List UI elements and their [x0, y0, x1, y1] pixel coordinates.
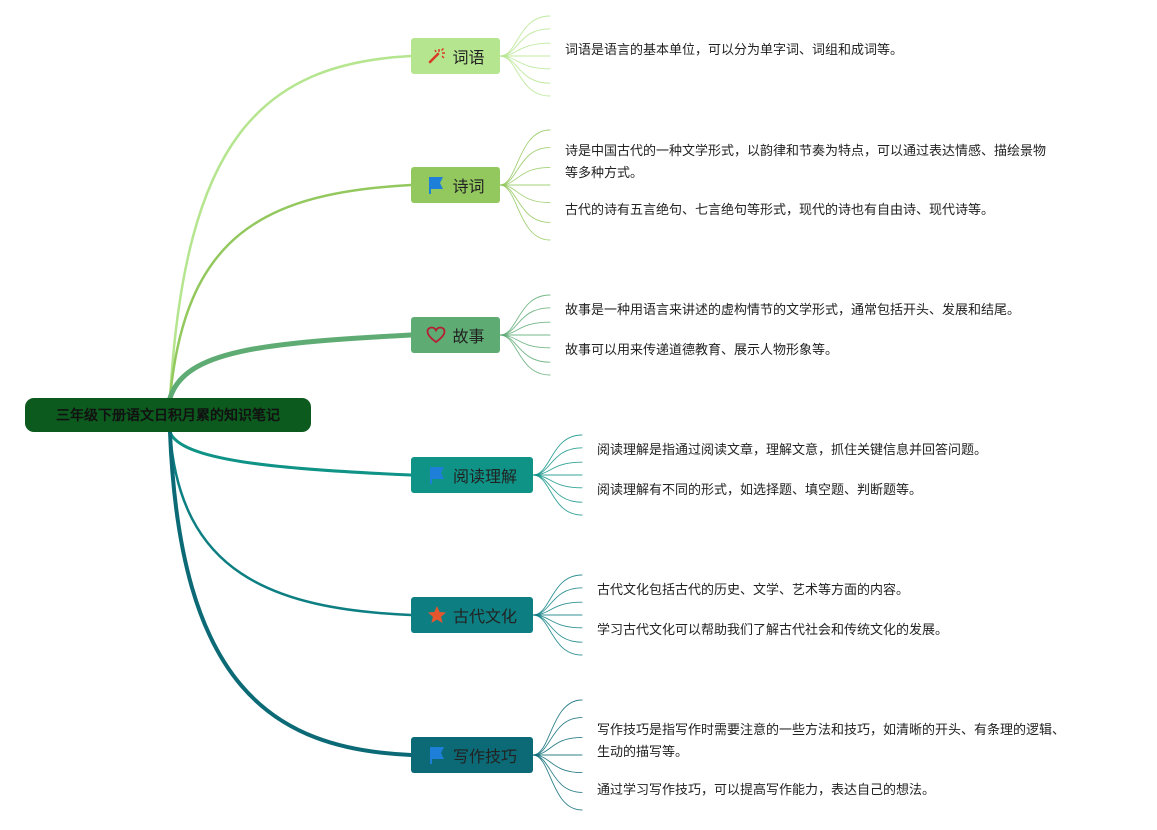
note-connector [532, 474, 583, 516]
note-text: 故事是一种用语言来讲述的虚构情节的文学形式，通常包括开头、发展和结尾。 [565, 303, 1021, 318]
topic-label: 阅读理解 [452, 467, 517, 486]
note-connector [532, 754, 583, 811]
branch-line [168, 183, 413, 400]
topic-shici[interactable]: 诗词 [411, 167, 500, 203]
branch-line [168, 430, 413, 477]
root-topic[interactable]: 三年级下册语文日积月累的知识笔记 [25, 398, 311, 432]
note-connector [499, 184, 551, 223]
heart-icon [426, 325, 446, 345]
topic-yuedu-lijie[interactable]: 阅读理解 [411, 457, 533, 493]
note-connector [532, 587, 583, 616]
topic-xiezuo-jiqiao[interactable]: 写作技巧 [411, 737, 533, 773]
note-text: 通过学习写作技巧，可以提高写作能力，表达自己的想法。 [597, 783, 936, 798]
branch-line [168, 430, 413, 757]
topic-label: 词语 [452, 48, 485, 67]
flag-icon [427, 745, 447, 765]
note-text: 阅读理解是指通过阅读文章，理解文意，抓住关键信息并回答问题。 [597, 443, 988, 458]
note-connector [499, 55, 551, 97]
note-connector [499, 307, 551, 336]
note-connector [532, 614, 583, 643]
topic-gushi[interactable]: 故事 [411, 317, 500, 353]
topic-label: 诗词 [452, 177, 485, 196]
note-text: 诗是中国古代的一种文学形式，以韵律和节奏为特点，可以通过表达情感、描绘景物等多种… [565, 144, 1047, 181]
note-connector [499, 55, 551, 84]
note-text: 故事可以用来传递道德教育、展示人物形象等。 [565, 343, 839, 358]
note-connector [532, 614, 583, 656]
topic-label: 古代文化 [452, 607, 517, 626]
note-connector [499, 28, 551, 57]
branch-line [167, 332, 414, 401]
topic-label: 写作技巧 [452, 747, 517, 766]
branch-line [168, 430, 413, 617]
branch-line [168, 54, 413, 400]
note-connector [499, 334, 551, 363]
magic-wand-icon [426, 46, 446, 66]
note-connector [532, 434, 583, 476]
note-connector [499, 166, 551, 186]
star-icon [427, 605, 447, 625]
note-connector [499, 15, 551, 57]
note-text: 阅读理解有不同的形式，如选择题、填空题、判断题等。 [597, 483, 923, 498]
flag-icon [426, 175, 446, 195]
note-text: 词语是语言的基本单位，可以分为单字词、词组和成词等。 [565, 43, 904, 58]
note-connector [499, 294, 551, 336]
note-text: 古代的诗有五言绝句、七言绝句等形式，现代的诗也有自由诗、现代诗等。 [565, 203, 995, 218]
note-text: 古代文化包括古代的历史、文学、艺术等方面的内容。 [597, 583, 910, 598]
note-connector [499, 129, 551, 186]
topic-label: 故事 [452, 327, 485, 346]
note-connector [532, 699, 583, 756]
note-connector [532, 574, 583, 616]
topic-gudai-wenhua[interactable]: 古代文化 [411, 597, 533, 633]
note-connector [532, 717, 583, 756]
note-connector [532, 754, 583, 793]
note-connector [499, 184, 551, 241]
note-text: 写作技巧是指写作时需要注意的一些方法和技巧，如清晰的开头、有条理的逻辑、生动的描… [597, 723, 1066, 760]
flag-icon [427, 465, 447, 485]
note-connector [532, 474, 583, 503]
note-connector [532, 736, 583, 756]
note-connector [532, 447, 583, 476]
note-connector [499, 334, 551, 376]
note-text: 学习古代文化可以帮助我们了解古代社会和传统文化的发展。 [597, 623, 949, 638]
topic-ciyu[interactable]: 词语 [411, 38, 500, 74]
note-connector [499, 147, 551, 186]
root-topic-label: 三年级下册语文日积月累的知识笔记 [56, 408, 280, 424]
